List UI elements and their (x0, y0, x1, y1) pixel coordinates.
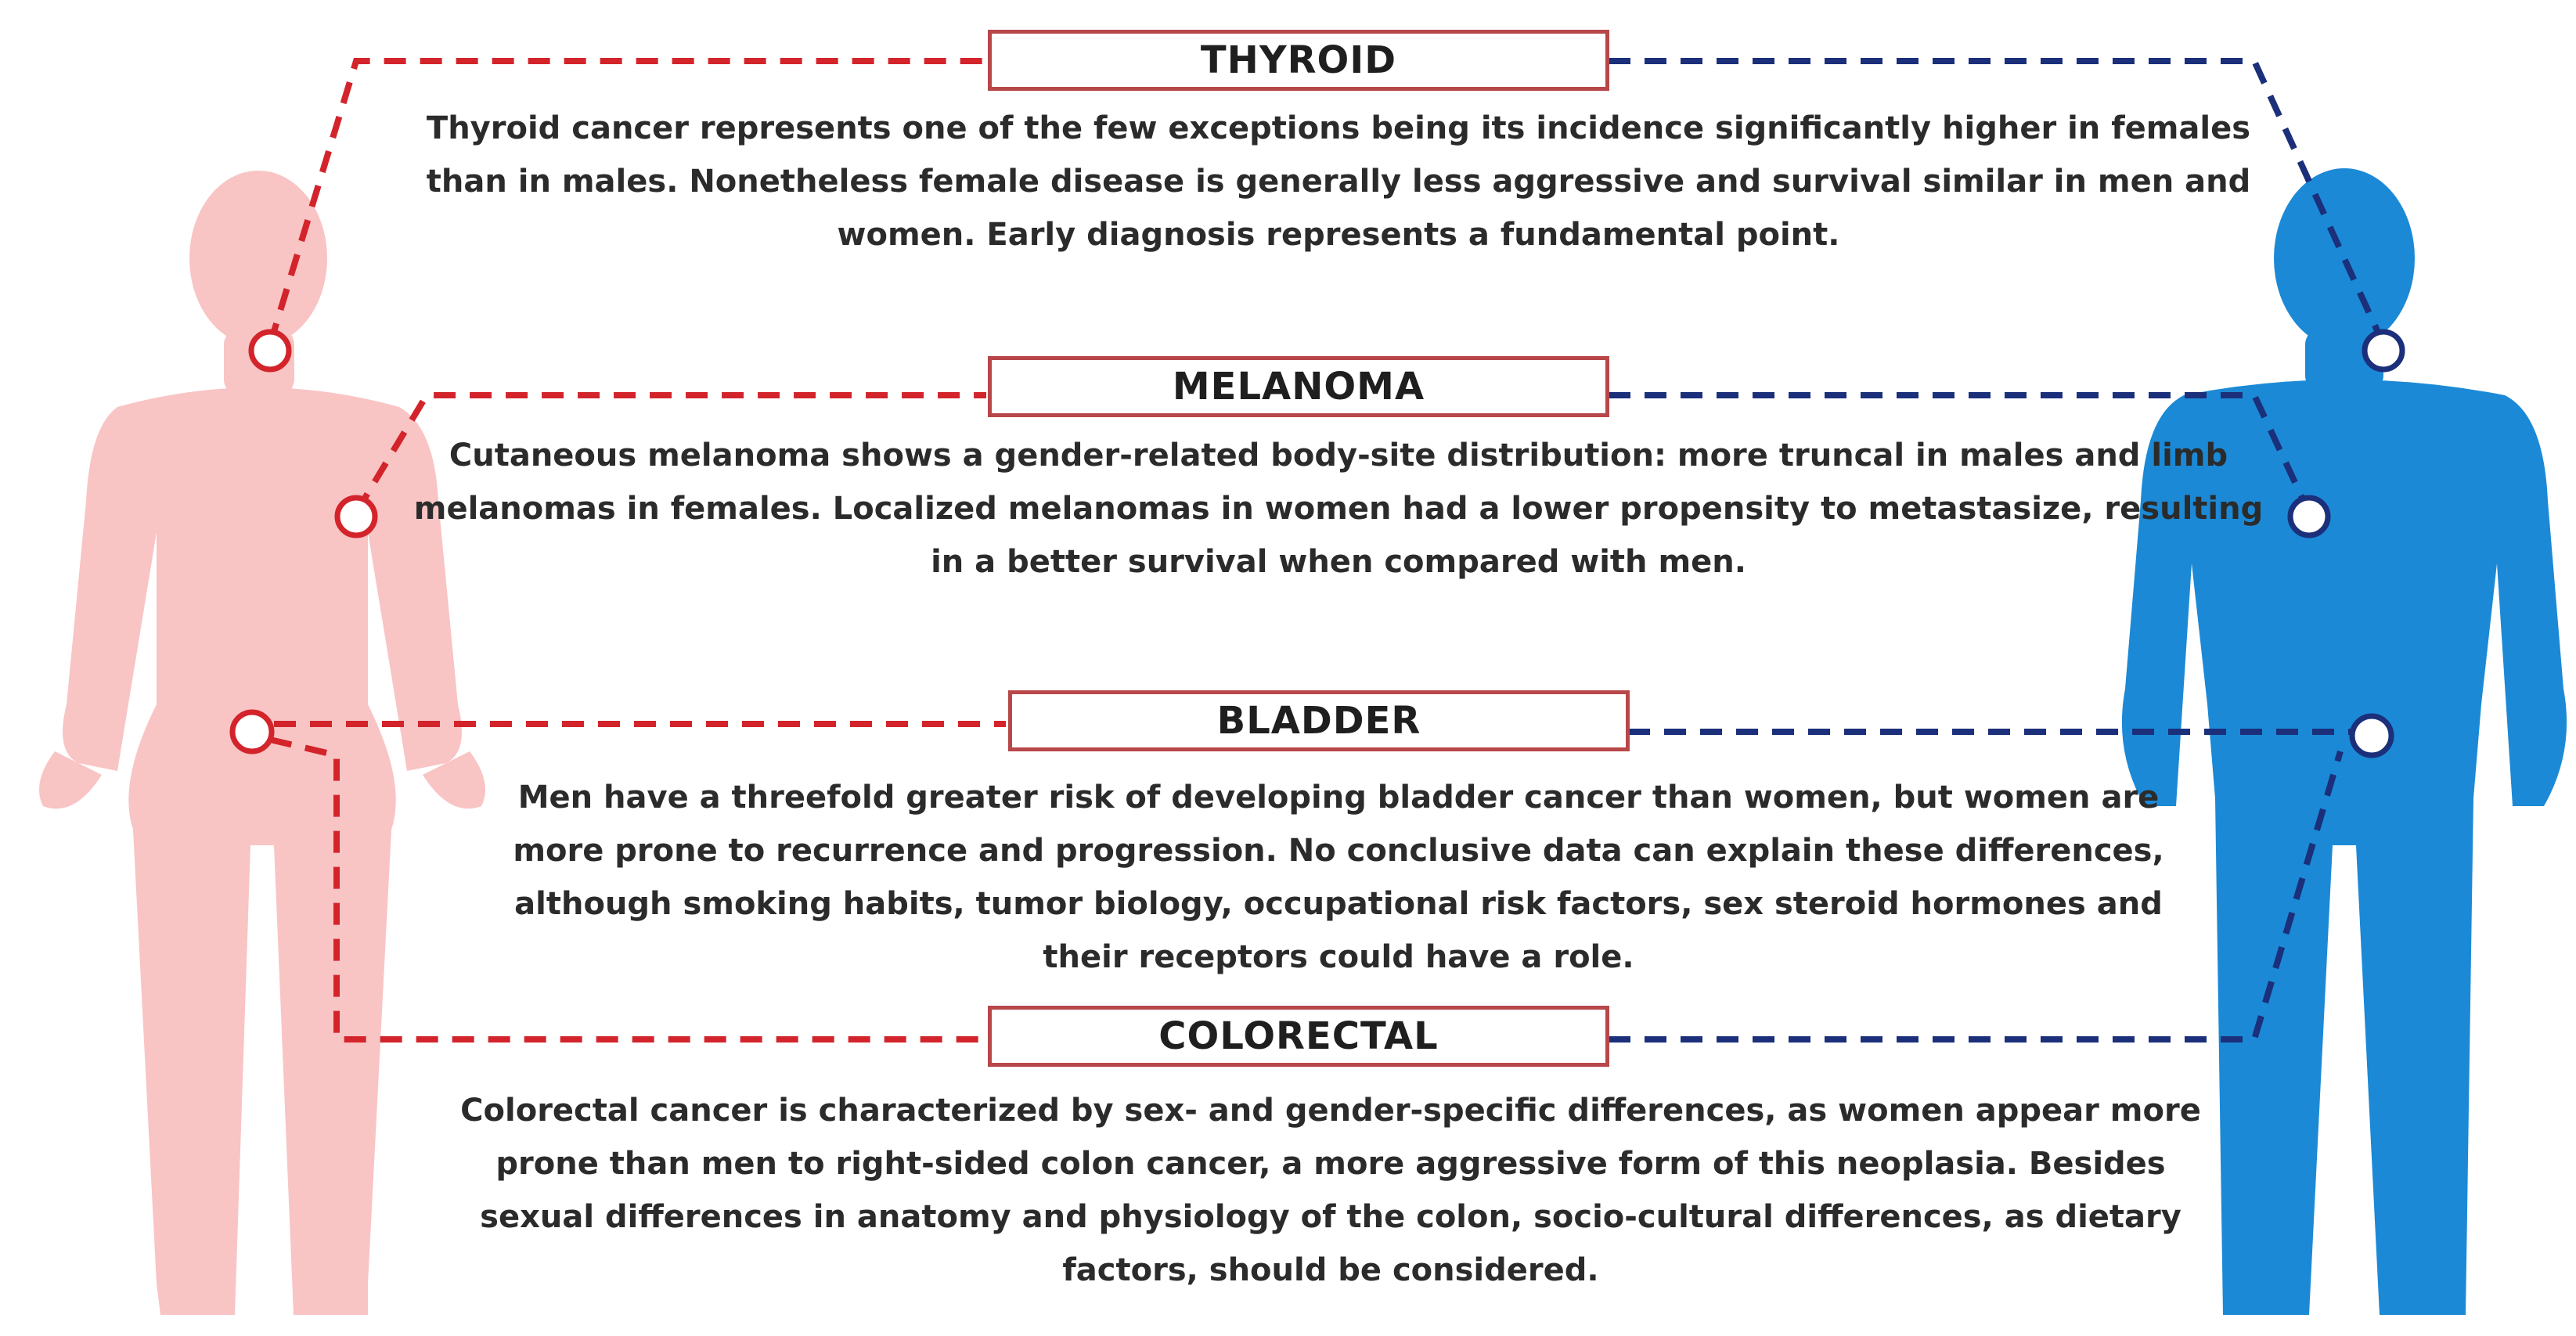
colorectal-title: COLORECTAL (1158, 1014, 1439, 1058)
male-connectors (1609, 58, 2387, 1043)
melanoma-title-box: MELANOMA (988, 356, 1609, 417)
thyroid-title-box: THYROID (988, 30, 1609, 91)
bladder-description: Men have a threefold greater risk of dev… (513, 780, 2164, 975)
melanoma-title: MELANOMA (1172, 365, 1425, 409)
colorectal-title-box: COLORECTAL (988, 1006, 1609, 1067)
thyroid-title: THYROID (1200, 38, 1397, 82)
female-body-figure (39, 171, 485, 1315)
bladder-title-box: BLADDER (1008, 690, 1630, 751)
bladder-title: BLADDER (1216, 699, 1421, 743)
thyroid-description: Thyroid cancer represents one of the few… (426, 110, 2251, 253)
colorectal-description: Colorectal cancer is characterized by se… (460, 1093, 2201, 1288)
female-markers (229, 329, 378, 754)
male-markers (2287, 329, 2405, 758)
melanoma-description: Cutaneous melanoma shows a gender-relate… (413, 438, 2264, 580)
female-connectors (267, 58, 1006, 1043)
